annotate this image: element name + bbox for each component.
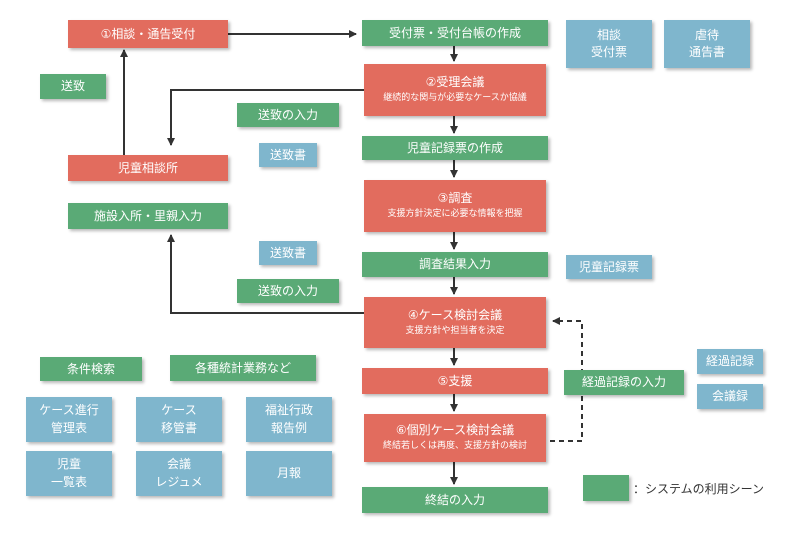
monthly-report-label: 月報 [276,466,301,480]
referral-input-box-2: 送致の入力 [237,279,339,303]
case-progress-line-2: 管理表 [50,420,87,435]
referral-doc-1: 送致書 [259,143,317,167]
child-list-doc: 児童 一覧表 [26,451,112,496]
case-review-title: ④ケース検討会議 [407,307,503,322]
referral-label: 送致 [60,79,85,93]
welfare-report-line-2: 報告例 [270,420,307,435]
consult-ticket-line-2: 受付票 [590,45,627,59]
individual-review-box: ⑥個別ケース検討会議 終結若しくは再度、支援方針の検討 [364,414,546,462]
child-record-doc: 児童記録票 [566,255,652,279]
welfare-report-doc: 福祉行政 報告例 [246,397,332,442]
result-input-box: 調査結果入力 [362,252,548,277]
support-label: ⑤支援 [437,373,473,388]
intake-meeting-box: ②受理会議 継続的な関与が必要なケースか協議 [364,64,546,116]
arrow-review-to-facility [167,234,364,314]
condition-search-label: 条件検索 [66,361,115,376]
monthly-report-doc: 月報 [246,451,332,496]
individual-review-title: ⑥個別ケース検討会議 [395,423,515,438]
child-center-box: 児童相談所 [68,155,228,181]
progress-input-label: 経過記録の入力 [581,375,666,389]
referral-doc-label-2: 送致書 [269,245,306,260]
ticket-creation-label: 受付票・受付台帳の作成 [388,25,521,40]
progress-record-label: 経過記録 [705,354,754,368]
support-box: ⑤支援 [362,368,548,394]
record-creation-box: 児童記録票の作成 [362,136,548,160]
case-review-box: ④ケース検討会議 支援方針や担当者を決定 [364,297,546,348]
condition-search-box: 条件検索 [40,357,142,381]
child-record-label: 児童記録票 [578,259,639,274]
case-progress-line-1: ケース進行 [39,403,99,418]
child-center-label: 児童相談所 [117,160,178,175]
abuse-notice-line-2: 通告書 [688,45,725,59]
facility-input-label: 施設入所・里親入力 [93,208,202,223]
case-progress-doc: ケース進行 管理表 [26,397,112,442]
consult-ticket-line-1: 相談 [596,27,621,42]
progress-input-box: 経過記録の入力 [564,370,684,395]
abuse-notice-line-1: 虐待 [694,27,719,42]
minutes-doc: 会議録 [697,384,763,409]
consult-intake-label: ①相談・通告受付 [100,26,196,41]
referral-doc-2: 送致書 [259,241,317,265]
child-list-line-2: 一覧表 [50,474,87,489]
individual-review-sub: 終結若しくは再度、支援方針の検討 [382,441,527,452]
case-transfer-line-1: ケース [161,403,197,418]
legend-label: ：システムの利用シーン [633,482,765,496]
welfare-report-line-1: 福祉行政 [264,403,313,418]
ticket-creation-box: 受付票・受付台帳の作成 [362,20,548,46]
facility-input-box: 施設入所・里親入力 [68,203,228,229]
intake-meeting-title: ②受理会議 [425,75,485,90]
child-list-line-1: 児童 [56,457,81,472]
case-transfer-line-2: 移管書 [160,420,197,435]
minutes-label: 会議録 [711,389,748,403]
investigation-sub: 支援方針決定に必要な情報を把握 [387,209,523,220]
result-input-label: 調査結果入力 [418,257,491,271]
intake-meeting-sub: 継続的な関与が必要なケースか協議 [383,93,527,104]
abuse-notice-doc: 虐待 通告書 [664,20,750,68]
investigation-box: ③調査 支援方針決定に必要な情報を把握 [364,180,546,232]
case-review-sub: 支援方針や担当者を決定 [405,325,505,336]
case-transfer-doc: ケース 移管書 [136,397,222,442]
closing-input-label: 終結の入力 [424,492,485,507]
referral-doc-label-1: 送致書 [269,147,306,162]
consult-ticket-doc: 相談 受付票 [566,20,652,68]
investigation-title: ③調査 [437,191,473,206]
meeting-resume-line-1: 会議 [166,457,191,472]
statistics-box: 各種統計業務など [170,355,316,381]
referral-input-box-1: 送致の入力 [237,103,339,127]
meeting-resume-line-2: レジュメ [155,474,203,489]
referral-box: 送致 [40,74,106,99]
referral-input-label-1: 送致の入力 [257,107,318,122]
arrow-intake-to-center [167,89,364,146]
statistics-label: 各種統計業務など [194,360,291,375]
record-creation-label: 児童記録票の作成 [406,140,503,155]
consult-intake-box: ①相談・通告受付 [68,20,228,48]
meeting-resume-doc: 会議 レジュメ [136,451,222,496]
referral-input-label-2: 送致の入力 [257,283,318,298]
progress-record-doc: 経過記録 [697,349,763,374]
legend-swatch [583,475,629,501]
closing-input-box: 終結の入力 [362,487,548,513]
